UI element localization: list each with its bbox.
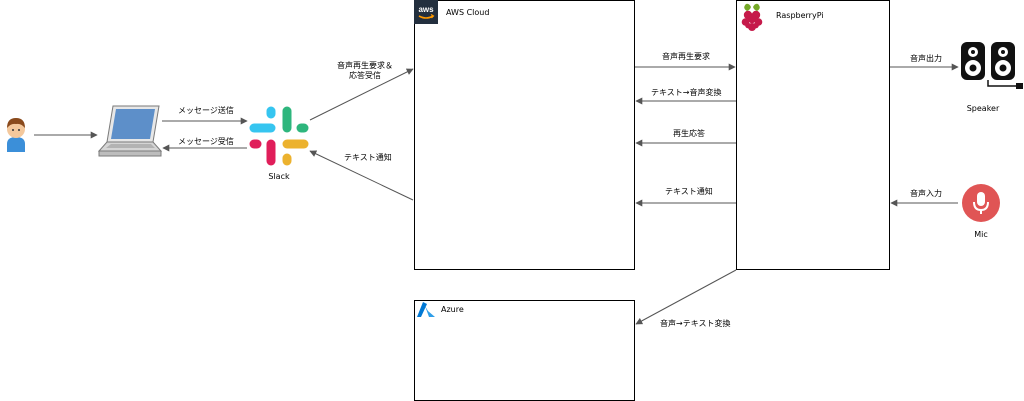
svg-text:aws: aws bbox=[418, 5, 434, 14]
edge-label-play-request-line2: 応答受信 bbox=[349, 71, 381, 80]
speaker-label: Speaker bbox=[966, 104, 1000, 113]
raspberrypi-title: RaspberryPi bbox=[776, 11, 824, 20]
edge-label-audio-in: 音声入力 bbox=[910, 189, 942, 198]
edge-label-play-request: 音声再生要求＆ 応答受信 bbox=[330, 61, 400, 81]
edge-pi-to-azure bbox=[635, 269, 737, 325]
edge-label-pi-to-azure: 音声→テキスト変換 bbox=[660, 319, 731, 328]
edge-aws-to-slack bbox=[309, 150, 414, 201]
speaker-icon bbox=[961, 42, 1023, 89]
edge-slack-to-aws bbox=[309, 68, 414, 121]
mic-label: Mic bbox=[974, 230, 988, 239]
edge-label-audio-out: 音声出力 bbox=[910, 54, 942, 63]
edge-label-pi-to-aws-tts: テキスト→音声変換 bbox=[651, 88, 722, 97]
aws-cloud-group bbox=[414, 0, 635, 270]
slack-label: Slack bbox=[268, 172, 290, 181]
azure-logo-icon bbox=[417, 302, 435, 317]
raspberry-pi-logo-icon bbox=[741, 3, 763, 31]
edge-label-pi-to-aws-response: 再生応答 bbox=[673, 129, 705, 138]
aws-logo-icon: aws bbox=[414, 0, 438, 24]
edge-label-receive-message: メッセージ受信 bbox=[178, 137, 234, 146]
slack-logo-icon bbox=[249, 106, 309, 166]
raspberrypi-group bbox=[736, 0, 890, 270]
aws-cloud-title: AWS Cloud bbox=[446, 8, 490, 17]
microphone-icon bbox=[962, 184, 1000, 222]
edge-label-send-message: メッセージ送信 bbox=[178, 106, 234, 115]
laptop-icon bbox=[97, 105, 163, 157]
edge-label-text-notify-slack: テキスト通知 bbox=[344, 153, 392, 162]
azure-title: Azure bbox=[441, 305, 464, 314]
edge-label-aws-to-pi-play: 音声再生要求 bbox=[662, 52, 710, 61]
edge-label-pi-to-aws-text-notify: テキスト通知 bbox=[665, 187, 713, 196]
edge-label-play-request-line1: 音声再生要求＆ bbox=[337, 61, 393, 70]
user-avatar-icon bbox=[7, 118, 25, 152]
